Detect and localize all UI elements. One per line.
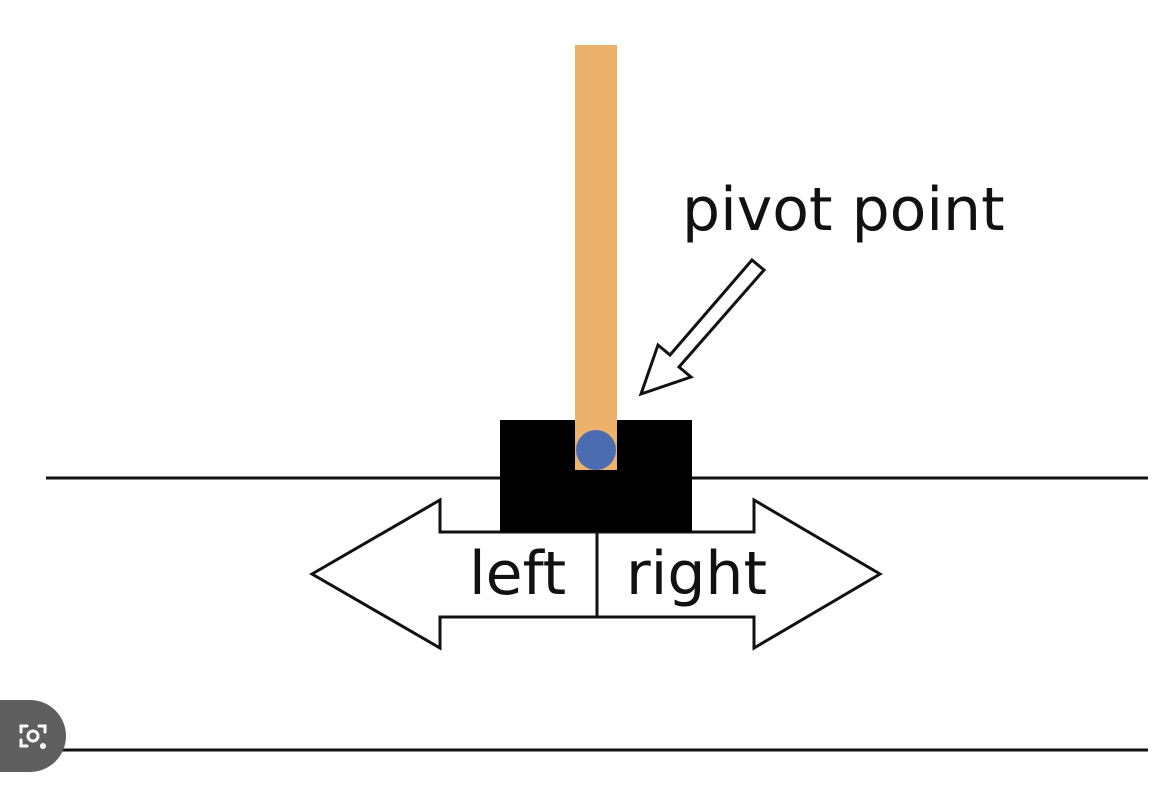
camera-lens-button[interactable]: [0, 700, 66, 772]
right-label: right: [626, 539, 767, 609]
left-label: left: [469, 539, 567, 609]
pivot-point-label: pivot point: [682, 175, 1005, 245]
camera-lens-icon: [19, 724, 47, 749]
pole: [575, 45, 617, 470]
pivot-pointer-arrow: [638, 257, 767, 397]
pivot-point: [576, 430, 616, 470]
